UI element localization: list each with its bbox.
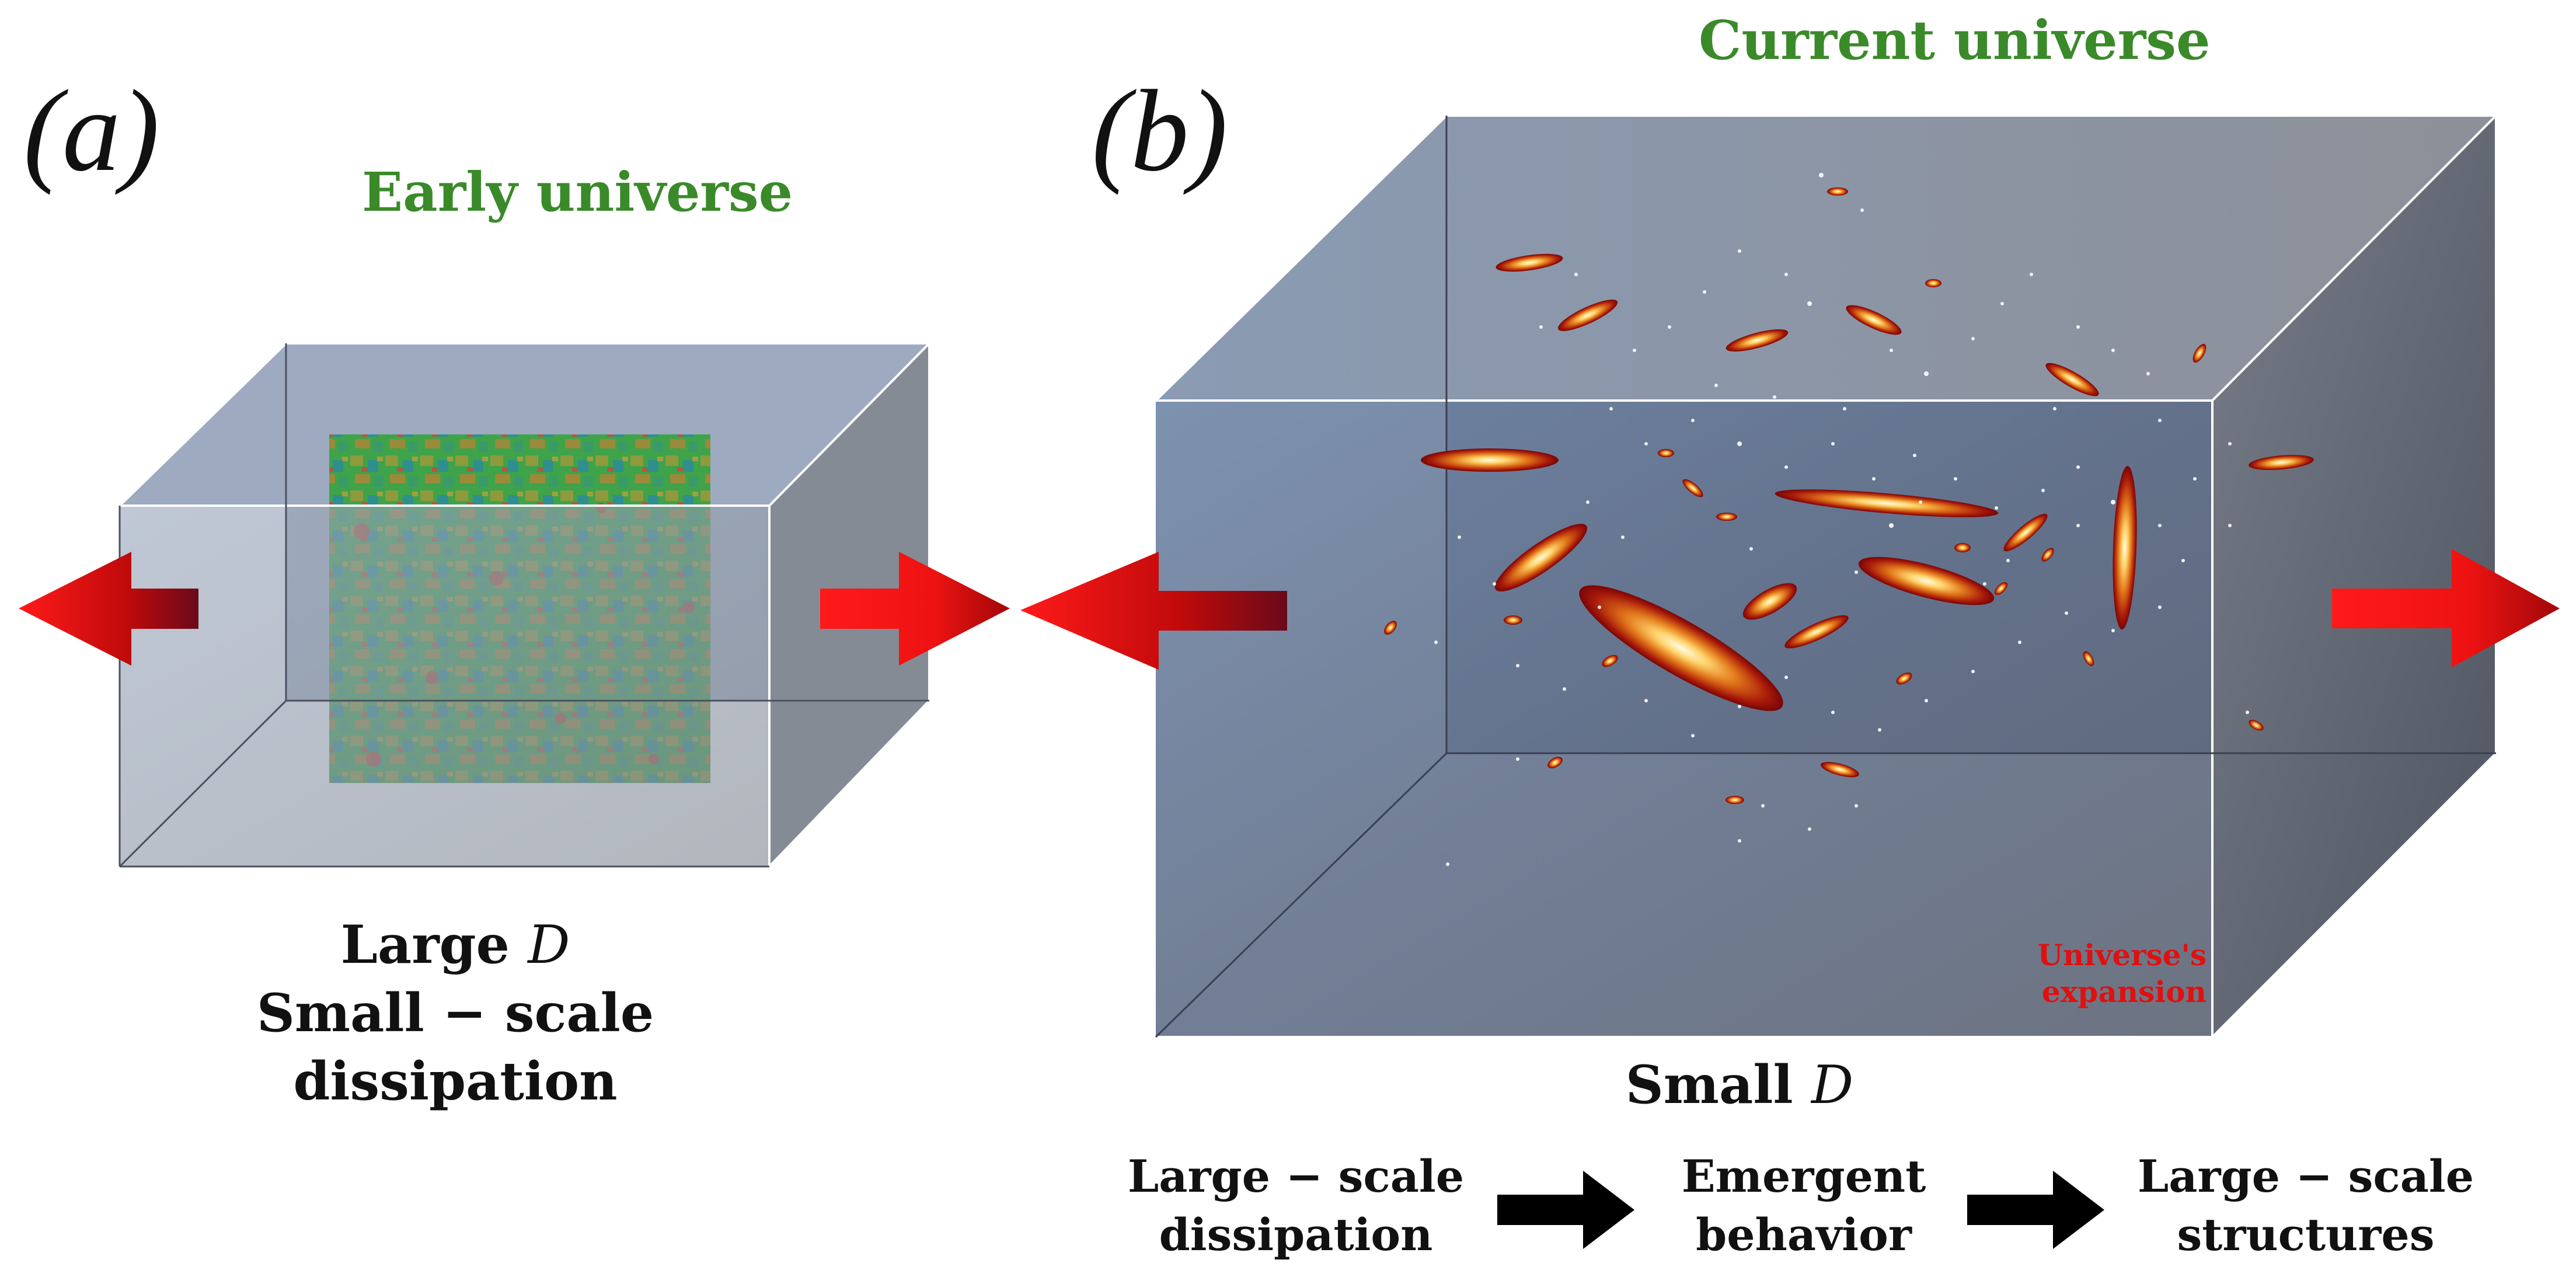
early-universe-title: Early universe xyxy=(362,161,793,224)
expansion-note-line2: expansion xyxy=(2041,974,2206,1009)
galaxy-icon xyxy=(1742,583,1797,620)
universe-expansion-note: Universe's expansion xyxy=(1973,937,2206,1010)
current-universe-box xyxy=(1155,114,2497,1038)
galaxy-icon xyxy=(1579,585,1783,711)
galaxy-icon xyxy=(1775,489,1999,517)
panel-b-caption-var: D xyxy=(1811,1055,1854,1116)
galaxy-icon xyxy=(2113,466,2137,629)
galaxy-icon xyxy=(2249,719,2264,731)
galaxy-icon xyxy=(1726,796,1744,804)
box-b-edges xyxy=(1155,114,2497,1038)
galaxy-icon xyxy=(2249,455,2314,470)
galaxy-icon xyxy=(2192,343,2206,363)
flow-step-3-line2: structures xyxy=(2177,1209,2435,1261)
galaxy-icon xyxy=(1496,253,1563,272)
star-field xyxy=(1434,173,2249,866)
expansion-note-line1: Universe's xyxy=(2037,938,2206,972)
galaxy-icon xyxy=(1726,329,1789,352)
box-b-top xyxy=(1156,116,2496,401)
panel-a-caption: Large D Small − scale dissipation xyxy=(222,911,689,1116)
panel-a-caption-line3: dissipation xyxy=(293,1050,618,1112)
galaxy-icon xyxy=(1504,615,1522,625)
galaxy-icon xyxy=(1925,279,1941,287)
expansion-arrow-icon xyxy=(1020,552,1287,670)
expansion-arrow-icon xyxy=(820,552,1010,666)
expansion-arrow-icon xyxy=(19,552,198,666)
panel-a-label: (a) xyxy=(23,67,160,196)
galaxy-icon xyxy=(1384,621,1397,635)
galaxy-icon xyxy=(1602,655,1618,667)
galaxy-icon xyxy=(1994,582,2008,596)
current-universe-title: Current universe xyxy=(1699,9,2211,72)
panel-a-caption-prefix: Large xyxy=(340,914,528,976)
galaxy-icon xyxy=(1494,524,1588,591)
panel-a-caption-line1: Large D xyxy=(222,911,689,979)
panel-b-caption: Small D xyxy=(1506,1051,1973,1119)
galaxy-icon xyxy=(2041,548,2054,562)
flow-step-2: Emergent behavior xyxy=(1623,1147,1985,1265)
box-b-side xyxy=(2212,116,2496,1037)
early-universe-box xyxy=(118,342,930,868)
galaxy-icon xyxy=(1784,615,1849,649)
panel-b-caption-prefix: Small xyxy=(1625,1054,1812,1116)
flow-step-3-line1: Large − scale xyxy=(2137,1150,2474,1202)
galaxy-icon xyxy=(2083,651,2094,666)
panel-a-caption-var: D xyxy=(528,914,570,976)
flow-step-1: Large − scale dissipation xyxy=(1092,1147,1500,1265)
galaxy-icon xyxy=(1658,449,1674,457)
galaxy-icon xyxy=(1682,479,1703,497)
box-a-front xyxy=(120,506,769,867)
galaxy-icon xyxy=(1858,556,1995,606)
panel-b-label: (b) xyxy=(1092,67,1228,196)
flow-step-1-line2: dissipation xyxy=(1159,1209,1433,1261)
galaxy-icon xyxy=(1716,513,1737,521)
galaxies xyxy=(1384,187,2314,804)
galaxy-icon xyxy=(2045,363,2099,396)
galaxy-icon xyxy=(2003,513,2048,552)
flow-arrow-icon xyxy=(1967,1171,2104,1249)
box-a-edges xyxy=(118,342,930,868)
box-a-top xyxy=(120,343,929,506)
galaxy-icon xyxy=(1557,300,1618,331)
flow-arrow-icon xyxy=(1497,1171,1634,1249)
panel-a-caption-line2: Small − scale xyxy=(256,982,654,1044)
galaxy-icon xyxy=(1846,305,1902,335)
expansion-arrow-icon xyxy=(2332,549,2560,667)
galaxy-icon xyxy=(1821,761,1859,778)
galaxy-icon xyxy=(1827,187,1848,196)
flow-step-2-line2: behavior xyxy=(1696,1209,1912,1261)
galaxy-icon xyxy=(1896,672,1912,685)
galaxy-icon xyxy=(1954,543,1971,552)
galaxy-icon xyxy=(1421,448,1559,472)
flow-step-2-line1: Emergent xyxy=(1681,1150,1926,1202)
flow-step-3: Large − scale structures xyxy=(2101,1147,2510,1265)
galaxy-icon xyxy=(1547,757,1563,768)
box-b-front xyxy=(1156,401,2212,1037)
flow-step-1-line1: Large − scale xyxy=(1127,1150,1465,1202)
